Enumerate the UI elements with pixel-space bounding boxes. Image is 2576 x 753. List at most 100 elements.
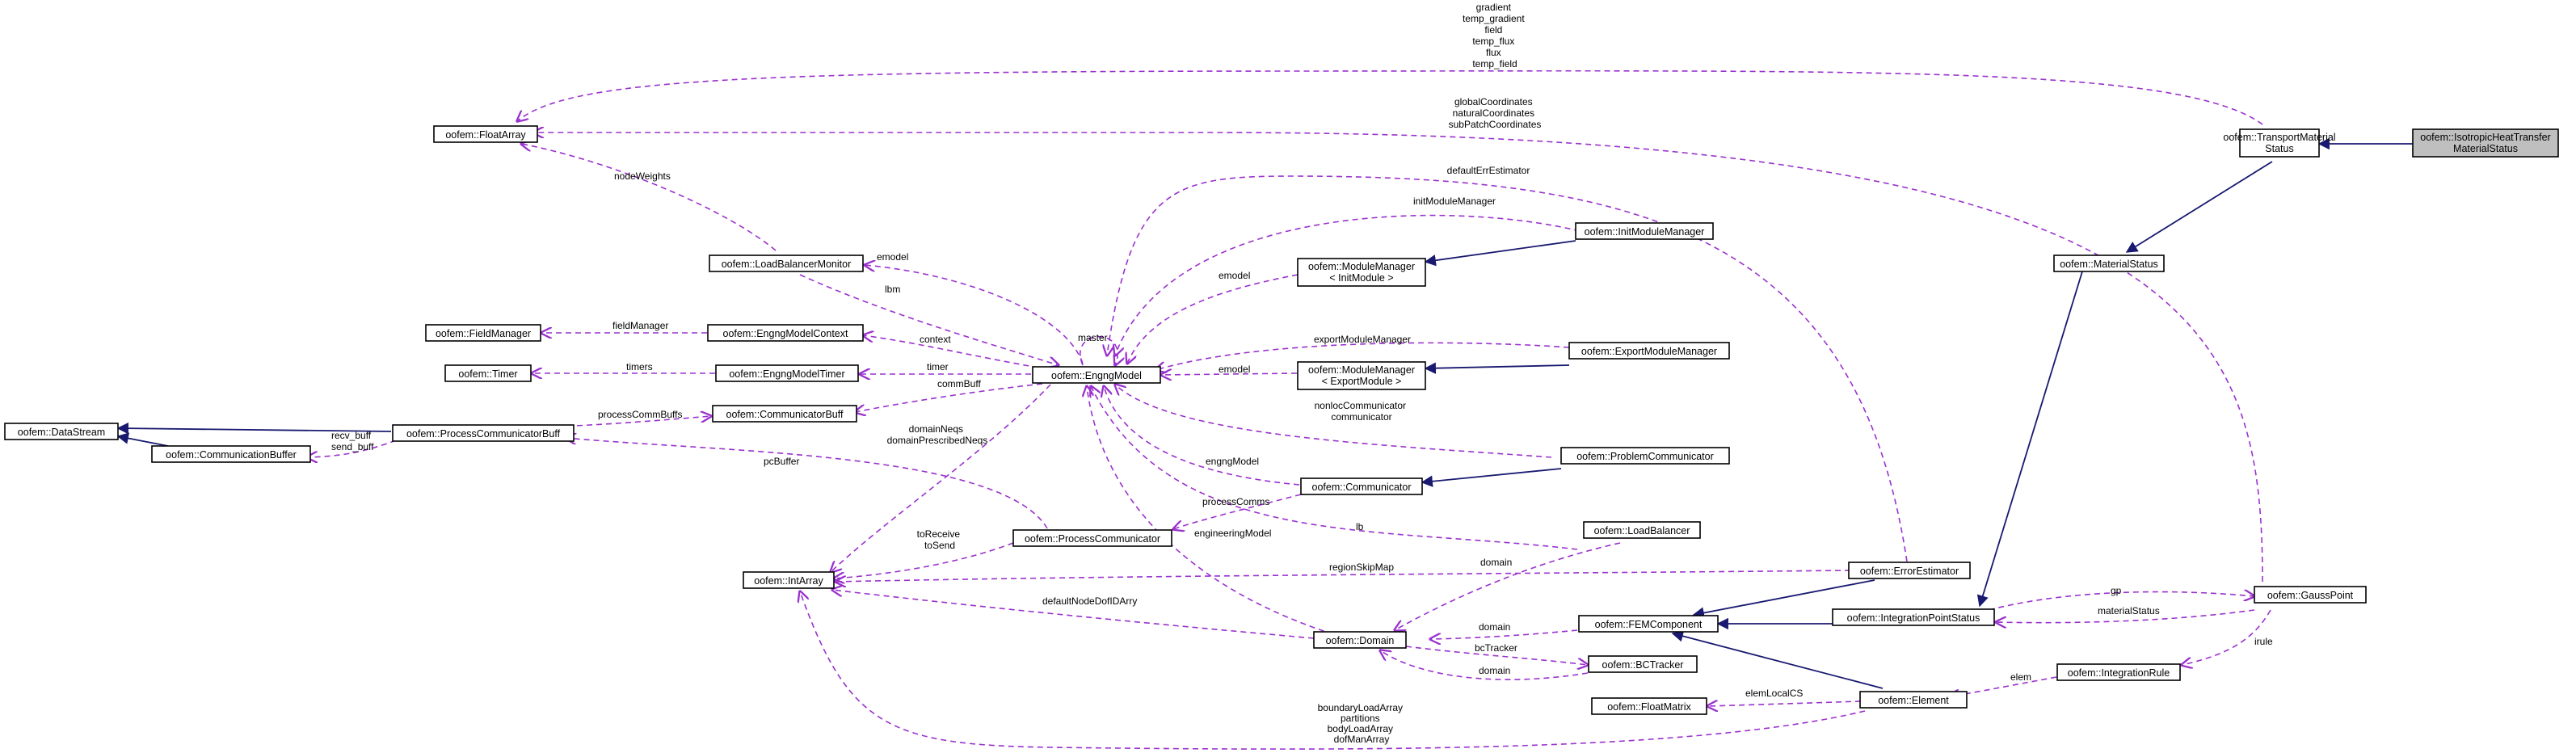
- node-label: oofem::IntegrationPointStatus: [1847, 612, 1980, 624]
- label-domain-femcomponent: domain: [1479, 621, 1510, 633]
- label-line: recv_buff: [331, 430, 372, 441]
- node-float-array[interactable]: oofem::FloatArray: [433, 125, 538, 143]
- label-mmexport-engng: emodel: [1219, 364, 1250, 375]
- label-exportmm-engng: exportModuleManager: [1314, 334, 1411, 345]
- node-label: oofem::LoadBalancer: [1594, 525, 1690, 536]
- node-bc-tracker[interactable]: oofem::BCTracker: [1588, 655, 1698, 673]
- node-label: oofem::Timer: [458, 368, 517, 380]
- edge-loadbalancer-to-engngmodel: [1091, 386, 1578, 550]
- edge-problemcomm-inherits-communicator: [1421, 468, 1562, 487]
- label-line: send_buff: [331, 441, 374, 452]
- node-field-manager[interactable]: oofem::FieldManager: [425, 324, 541, 342]
- node-isotropic-heat-transfer-material-status[interactable]: oofem::IsotropicHeatTransfer MaterialSta…: [2412, 128, 2559, 158]
- label-lbmonitor-floatarray: nodeWeights: [614, 170, 671, 182]
- node-label: oofem::ProblemCommunicator: [1576, 451, 1714, 462]
- edge-mminit-to-engngmodel: [1127, 274, 1299, 364]
- label-proccomm-pcbuff: pcBuffer: [764, 456, 799, 467]
- node-label: oofem::FloatMatrix: [1607, 701, 1691, 713]
- label-line: bodyLoadArray: [1328, 723, 1393, 734]
- label-emcontext-fieldmanager: fieldManager: [612, 320, 668, 331]
- node-label: oofem::ProcessCommunicatorBuff: [406, 428, 561, 440]
- node-load-balancer[interactable]: oofem::LoadBalancer: [1583, 521, 1701, 539]
- label-mminit-engng: emodel: [1219, 270, 1250, 281]
- edge-proccomm-to-pcbuff: [566, 438, 1048, 529]
- label-gausspoint-ipstatus: materialStatus: [2098, 605, 2160, 616]
- label-problemcomm-engng: nonlocCommunicator communicator: [1315, 400, 1409, 423]
- edge-pcbuff-inherits-datastream: [116, 422, 392, 435]
- edge-element-inherits-femcomponent: [1671, 630, 1884, 689]
- node-data-stream[interactable]: oofem::DataStream: [4, 423, 119, 440]
- node-integration-rule[interactable]: oofem::IntegrationRule: [2056, 663, 2181, 681]
- node-export-module-manager[interactable]: oofem::ExportModuleManager: [1568, 342, 1730, 360]
- label-line: gradient: [1476, 2, 1512, 13]
- edge-element-to-floatmatrix: [1707, 701, 1862, 706]
- node-int-array[interactable]: oofem::IntArray: [743, 571, 835, 589]
- label-proccomm-intarray: toReceive toSend: [917, 528, 963, 551]
- edge-engngmodel-to-commbuff: [855, 383, 1043, 412]
- node-element[interactable]: oofem::Element: [1859, 691, 1968, 709]
- label-line: dofManArray: [1334, 734, 1390, 745]
- node-material-status[interactable]: oofem::MaterialStatus: [2053, 255, 2165, 272]
- label-line: temp_field: [1472, 58, 1517, 69]
- node-label: oofem::MaterialStatus: [2060, 259, 2158, 270]
- node-communicator[interactable]: oofem::Communicator: [1300, 477, 1423, 495]
- node-label: < ExportModule >: [1322, 376, 1402, 387]
- node-label: oofem::TransportMaterial: [2223, 132, 2335, 143]
- node-problem-communicator[interactable]: oofem::ProblemCommunicator: [1560, 447, 1730, 465]
- edge-exportmm-to-engngmodel: [1155, 342, 1570, 370]
- label-bctracker-domain: domain: [1479, 665, 1510, 676]
- node-label: MaterialStatus: [2453, 143, 2518, 154]
- node-process-communicator[interactable]: oofem::ProcessCommunicator: [1012, 529, 1172, 547]
- label-emtimer-timer: timers: [626, 361, 653, 372]
- label-lbmonitor-engng: lbm: [885, 284, 900, 295]
- node-communication-buffer[interactable]: oofem::CommunicationBuffer: [151, 445, 311, 463]
- node-label: oofem::BCTracker: [1602, 659, 1684, 671]
- node-error-estimator[interactable]: oofem::ErrorEstimator: [1848, 562, 1971, 579]
- edge-gausspoint-to-floatarray: [533, 133, 2263, 583]
- label-integrationrule-gausspoint: irule: [2254, 636, 2273, 647]
- label-line: subPatchCoordinates: [1449, 119, 1542, 130]
- edge-problemcomm-to-engngmodel: [1115, 385, 1552, 458]
- node-label: oofem::ErrorEstimator: [1860, 566, 1959, 577]
- node-process-communicator-buff[interactable]: oofem::ProcessCommunicatorBuff: [392, 424, 575, 442]
- node-timer[interactable]: oofem::Timer: [444, 364, 532, 382]
- edge-element-to-intarray: [800, 591, 1866, 750]
- node-label: oofem::IntArray: [754, 575, 823, 587]
- node-engng-model-timer[interactable]: oofem::EngngModelTimer: [715, 364, 859, 382]
- label-engng-emtimer: timer: [927, 361, 949, 372]
- node-module-manager-export-module[interactable]: oofem::ModuleManager < ExportModule >: [1297, 361, 1426, 390]
- node-engng-model-context[interactable]: oofem::EngngModelContext: [707, 324, 864, 342]
- edge-engngmodel-to-emcontext: [863, 335, 1039, 368]
- node-label: oofem::FloatArray: [445, 129, 526, 141]
- node-label: oofem::ExportModuleManager: [1581, 346, 1717, 357]
- label-gausspoint-floatarray: globalCoordinates naturalCoordinates sub…: [1449, 96, 1542, 130]
- label-domain-bctracker: bcTracker: [1475, 642, 1517, 654]
- node-label: oofem::FEMComponent: [1595, 619, 1703, 630]
- node-fem-component[interactable]: oofem::FEMComponent: [1578, 615, 1719, 633]
- edge-integrationrule-to-gausspoint: [2182, 609, 2271, 665]
- node-gauss-point[interactable]: oofem::GaussPoint: [2254, 586, 2367, 604]
- node-engng-model[interactable]: oofem::EngngModel: [1032, 366, 1161, 384]
- edge-bctracker-to-domain: [1380, 650, 1589, 680]
- label-engng-self: master: [1078, 332, 1108, 343]
- label-line: nonlocCommunicator: [1315, 400, 1406, 411]
- node-label: Status: [2265, 143, 2293, 154]
- label-element-floatmatrix: elemLocalCS: [1745, 688, 1803, 699]
- label-element-intarray: boundaryLoadArray partitions bodyLoadArr…: [1318, 702, 1406, 745]
- edge-proccomm-to-intarray: [834, 542, 1014, 578]
- node-communicator-buff[interactable]: oofem::CommunicatorBuff: [712, 405, 857, 423]
- label-domain-intarray: defaultNodeDofIDArry: [1042, 595, 1137, 607]
- node-float-matrix[interactable]: oofem::FloatMatrix: [1591, 697, 1707, 715]
- node-domain[interactable]: oofem::Domain: [1313, 631, 1407, 649]
- edge-exportmm-inherits-mmexport: [1424, 362, 1570, 374]
- edge-initmm-inherits-mminit: [1424, 240, 1576, 267]
- edge-communicator-to-proccomm: [1173, 494, 1302, 529]
- node-module-manager-init-module[interactable]: oofem::ModuleManager < InitModule >: [1297, 258, 1426, 287]
- node-label: < InitModule >: [1329, 272, 1393, 284]
- edge-errorestimator-inherits-femcomponent: [1692, 579, 1875, 619]
- node-init-module-manager[interactable]: oofem::InitModuleManager: [1575, 222, 1714, 240]
- node-transport-material-status[interactable]: oofem::TransportMaterial Status: [2223, 128, 2336, 158]
- edge-errorestimator-to-engngmodel: [1107, 175, 1908, 562]
- node-load-balancer-monitor[interactable]: oofem::LoadBalancerMonitor: [709, 255, 864, 272]
- node-integration-point-status[interactable]: oofem::IntegrationPointStatus: [1832, 608, 1995, 626]
